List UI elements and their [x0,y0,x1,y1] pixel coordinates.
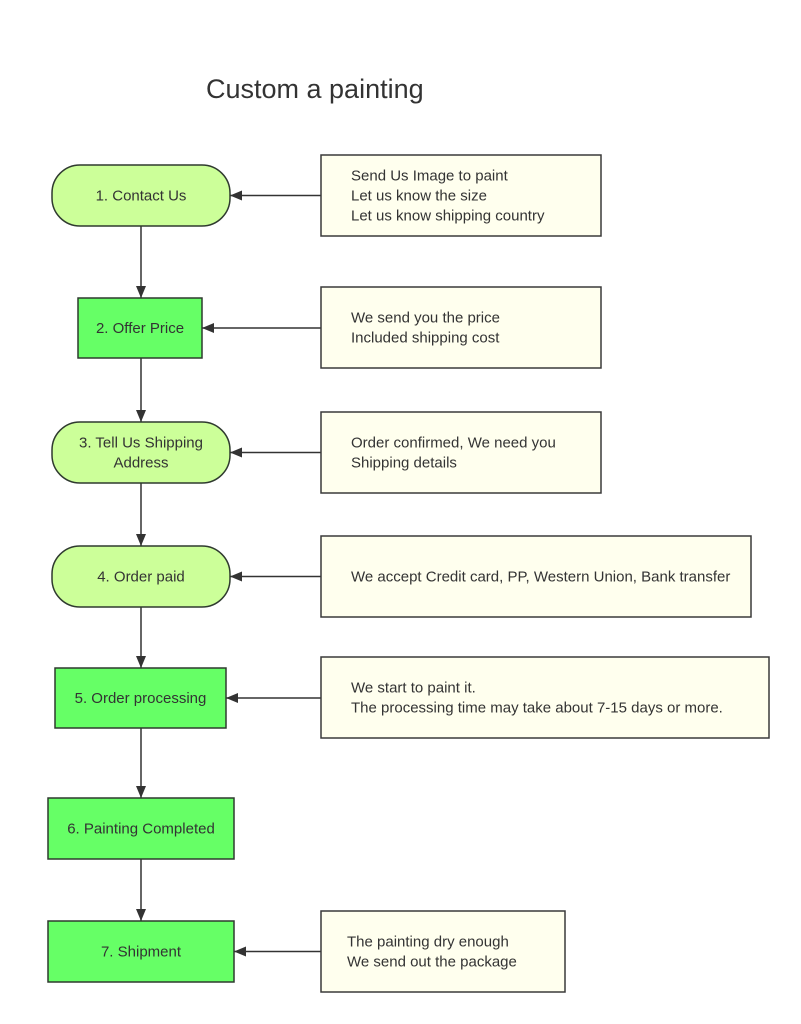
step-painting-completed: 6. Painting Completed [47,797,235,860]
step-order-paid: 4. Order paid [51,545,231,608]
step-order-paid-shape [51,545,231,608]
step-offer-price-shape [77,297,203,359]
step-order-paid-line: 4. Order paid [97,569,185,586]
connectors [136,190,321,957]
note-order-paid: We accept Credit card, PP, Western Union… [320,535,752,618]
note-shipment-line: We send out the package [347,954,517,971]
step-contact-us: 1. Contact Us [51,164,231,227]
step-offer-price-line: 2. Offer Price [96,320,184,337]
note-tell-shipping-address-line: Shipping details [351,455,457,472]
step-tell-shipping-address-line: 3. Tell Us Shipping [79,435,203,452]
step-painting-completed-line: 6. Painting Completed [67,821,215,838]
step-shipment: 7. Shipment [47,920,235,983]
step-tell-shipping-address-line: Address [113,455,168,472]
note-contact-us-line: Let us know shipping country [351,208,545,225]
note-tell-shipping-address-box [320,411,602,494]
step-offer-price: 2. Offer Price [77,297,203,359]
note-order-paid-box [320,535,752,618]
note-contact-us-line: Send Us Image to paint [351,168,509,185]
note-order-paid-line: We accept Credit card, PP, Western Union… [351,569,730,586]
note-order-processing: We start to paint it. The processing time… [320,656,770,739]
step-contact-us-line: 1. Contact Us [96,188,187,205]
note-shipment-line: The painting dry enough [347,934,509,951]
note-offer-price-line: Included shipping cost [351,330,500,347]
note-tell-shipping-address-line: Order confirmed, We need you [351,435,556,452]
step-order-processing-line: 5. Order processing [75,690,207,707]
step-contact-us-shape [51,164,231,227]
note-contact-us-box [320,154,602,237]
step-painting-completed-shape [47,797,235,860]
note-shipment-box [320,910,566,993]
diagram-title: Custom a painting [206,74,424,104]
step-nodes: 1. Contact Us 2. Offer Price 3. Tell Us Sh… [47,164,235,983]
step-shipment-line: 7. Shipment [101,944,182,961]
note-offer-price-line: We send you the price [351,310,500,327]
step-tell-shipping-address-shape [51,421,231,484]
step-order-processing-shape [54,667,227,729]
note-contact-us-line: Let us know the size [351,188,487,205]
note-order-processing-box [320,656,770,739]
step-order-processing: 5. Order processing [54,667,227,729]
step-shipment-shape [47,920,235,983]
note-order-processing-line: We start to paint it. [351,680,476,697]
note-shipment: The painting dry enough We send out the p… [320,910,566,993]
note-order-processing-line: The processing time may take about 7-15 … [351,700,723,717]
note-offer-price-box [320,286,602,369]
